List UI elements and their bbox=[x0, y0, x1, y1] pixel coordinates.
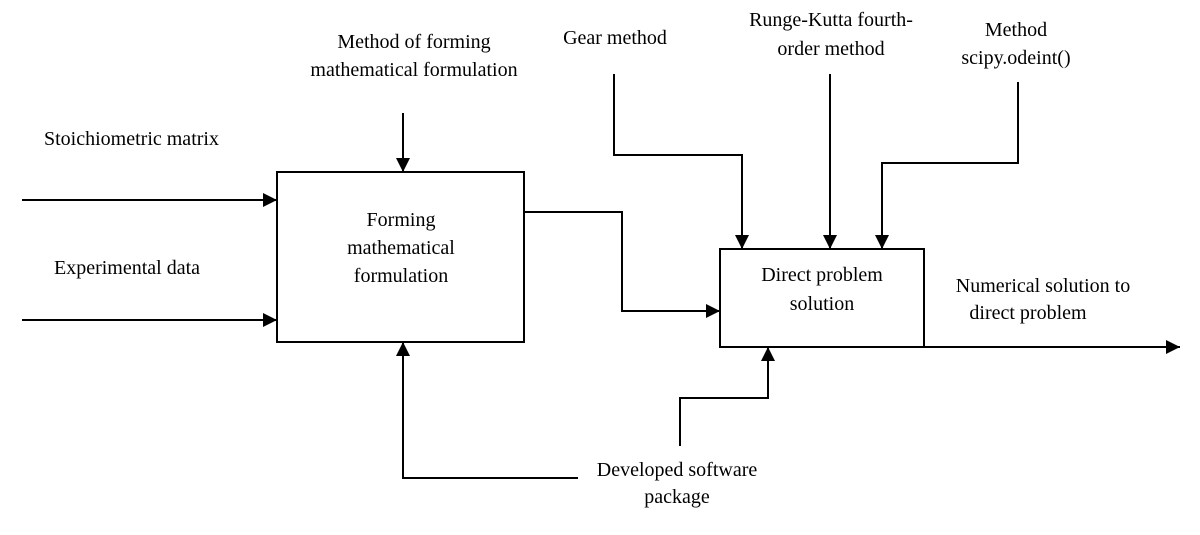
experimental-data-label: Experimental data bbox=[54, 257, 200, 279]
formulation-to-direct-arrow bbox=[524, 211, 720, 318]
direct-problem-block bbox=[719, 248, 925, 348]
numerical-solution-label-line1: Numerical solution to bbox=[956, 275, 1130, 297]
direct-block-label-line1: Direct problem bbox=[761, 264, 883, 286]
software-package-label-line2: package bbox=[644, 486, 710, 508]
scipy-method-control-arrow bbox=[875, 82, 1019, 249]
runge-kutta-label-line1: Runge-Kutta fourth- bbox=[749, 9, 913, 31]
forming-formulation-block bbox=[276, 171, 525, 343]
scipy-method-label-line2: scipy.odeint() bbox=[961, 47, 1070, 69]
direct-block-label-line2: solution bbox=[790, 293, 854, 315]
stoichiometric-matrix-label: Stoichiometric matrix bbox=[44, 128, 219, 150]
forming-block-label-line3: formulation bbox=[354, 265, 448, 287]
forming-block-label-line1: Forming bbox=[367, 209, 436, 231]
forming-block-label-line2: mathematical bbox=[347, 237, 455, 259]
software-mechanism-arrow-right bbox=[679, 347, 775, 446]
forming-method-label-line2: mathematical formulation bbox=[310, 59, 517, 81]
software-mechanism-arrow-left bbox=[396, 342, 578, 479]
numerical-solution-label-line2: direct problem bbox=[969, 302, 1087, 324]
software-package-label-line1: Developed software bbox=[597, 459, 758, 481]
runge-kutta-label-line2: order method bbox=[777, 38, 884, 60]
forming-method-label-line1: Method of forming bbox=[337, 31, 490, 53]
gear-method-label: Gear method bbox=[563, 27, 667, 49]
gear-method-control-arrow bbox=[613, 74, 749, 249]
scipy-method-label-line1: Method bbox=[985, 19, 1047, 41]
